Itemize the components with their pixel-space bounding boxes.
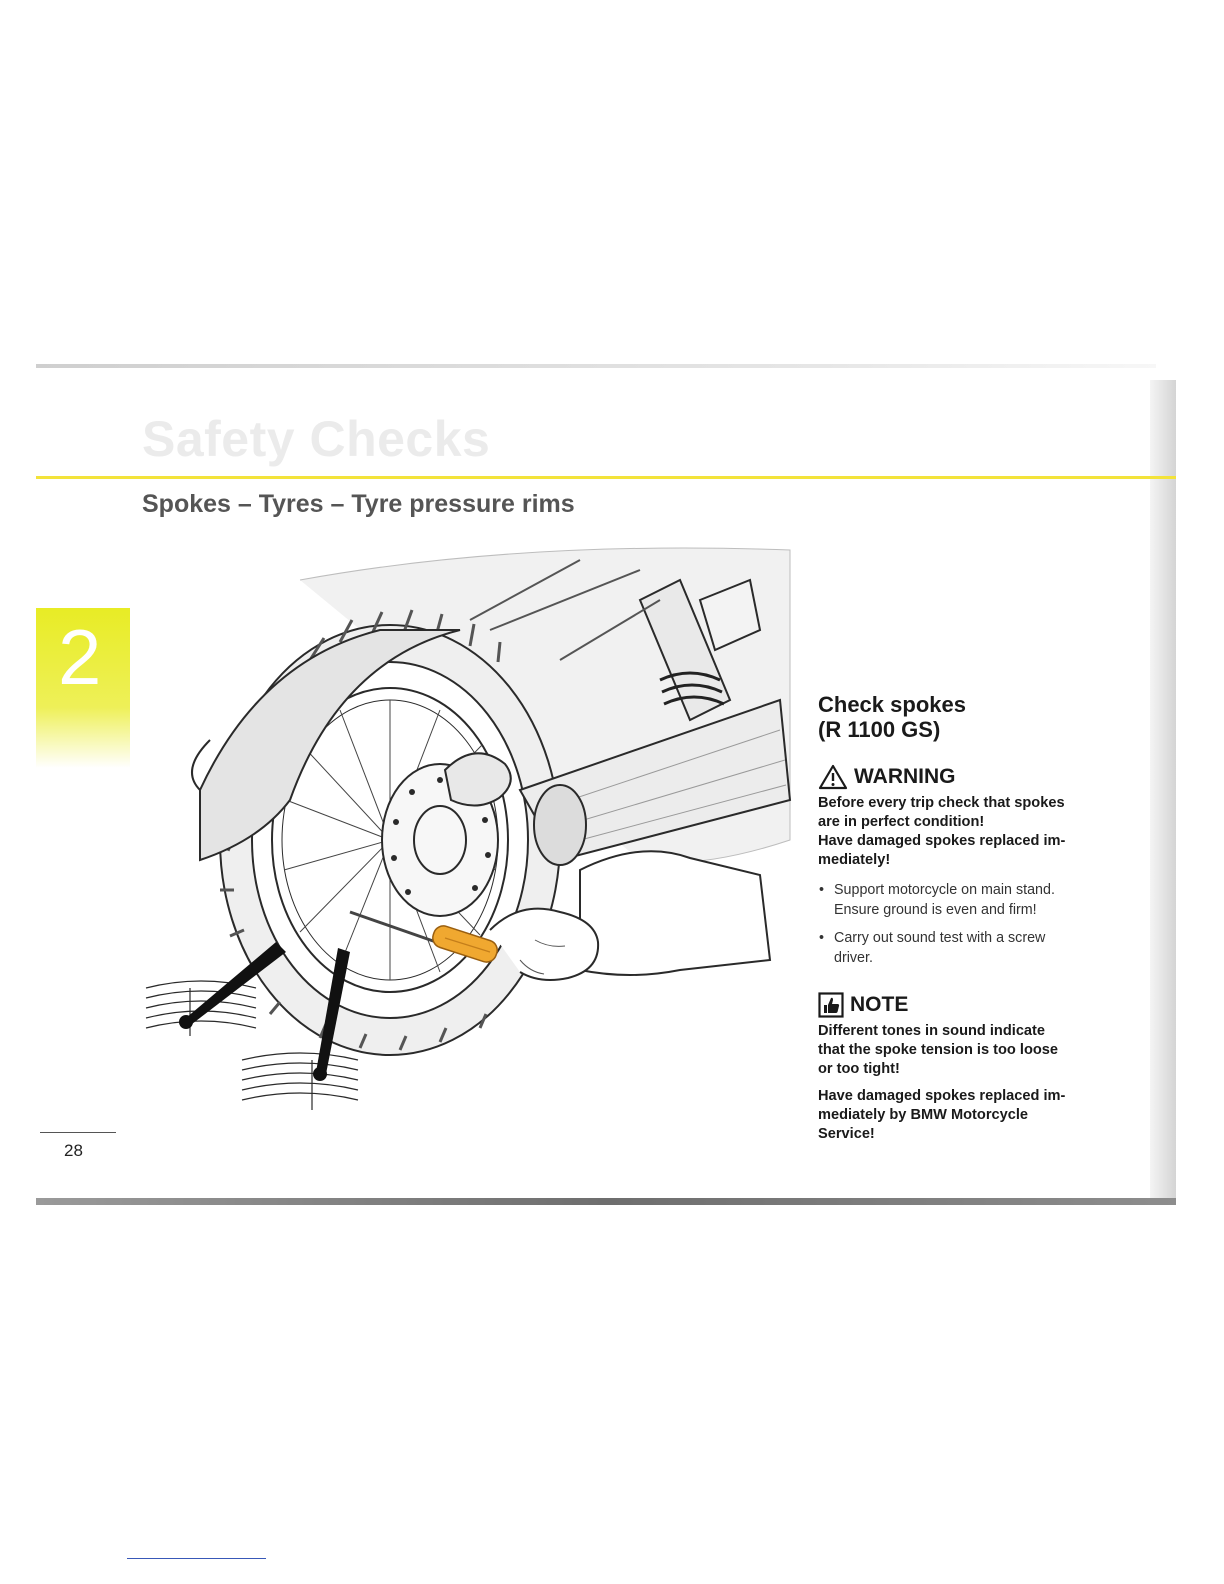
note-text-2: Have damaged spokes replaced im- mediate…	[818, 1088, 1066, 1142]
note-text-1: Different tones in sound indicate that t…	[818, 1023, 1059, 1077]
screwdriver-handle	[432, 925, 498, 963]
sound-wave-right	[241, 1052, 359, 1110]
chapter-tab	[36, 608, 130, 768]
section-title: Safety Checks	[142, 411, 491, 467]
bottom-rule	[36, 1198, 1176, 1205]
step-item: Carry out sound test with a screw driver…	[818, 928, 1128, 968]
title-underline	[36, 476, 1176, 479]
warning-triangle-icon	[818, 764, 848, 790]
page-number: 28	[64, 1141, 83, 1160]
sound-note-right-icon	[313, 1067, 327, 1081]
page-edge-shadow	[1150, 380, 1176, 1200]
rear-wheel-illustration	[145, 547, 792, 1110]
step-item: Support motorcycle on main stand. Ensure…	[818, 880, 1128, 920]
warning-text: Before every trip check that spokes are …	[818, 795, 1066, 868]
thumbs-up-note-icon	[818, 992, 844, 1018]
sound-pointer-left	[186, 942, 286, 1024]
sound-pointer-right	[316, 948, 350, 1074]
page-subtitle: Spokes – Tyres – Tyre pressure rims	[142, 490, 575, 518]
page-number-rule	[40, 1132, 116, 1133]
steps-list: Support motorcycle on main stand. Ensure…	[818, 880, 1128, 968]
note-header: NOTE	[818, 992, 1128, 1018]
top-rule	[36, 364, 1156, 368]
chapter-number: 2	[58, 613, 102, 701]
sound-note-left-icon	[179, 1015, 193, 1029]
warning-label: WARNING	[854, 765, 956, 788]
instructions-column: Check spokes (R 1100 GS) WARNING Before …	[818, 692, 1128, 1144]
sound-wave-left	[145, 980, 257, 1036]
bottom-link-rule	[127, 1558, 266, 1559]
warning-header: WARNING	[818, 764, 1128, 790]
note-label: NOTE	[850, 993, 909, 1016]
check-spokes-heading: Check spokes (R 1100 GS)	[818, 692, 966, 742]
